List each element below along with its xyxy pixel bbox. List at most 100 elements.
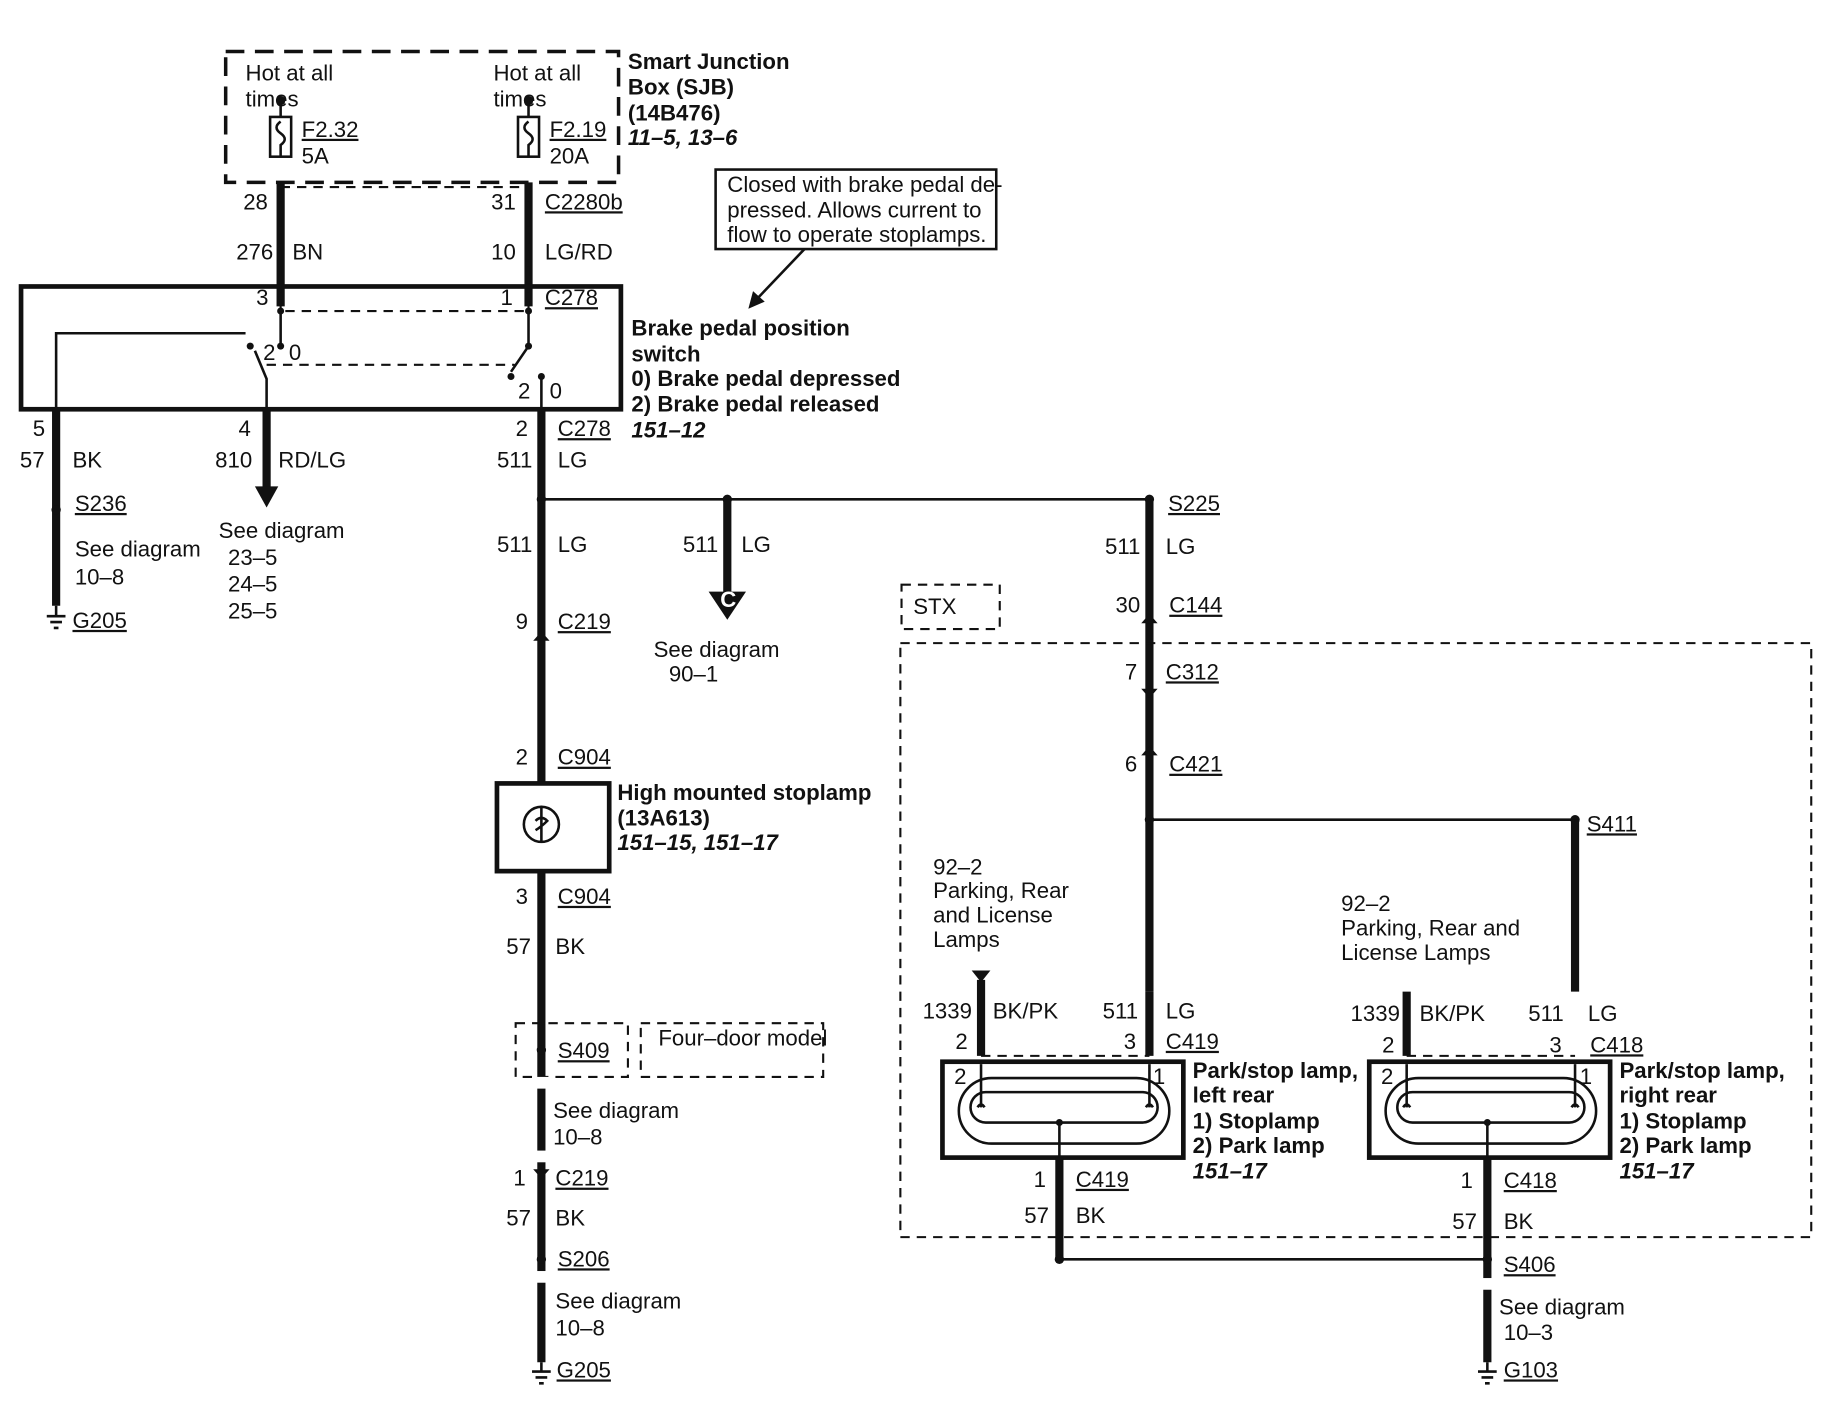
right-color-lgrd: LG/RD [545, 240, 613, 265]
left-circuit-276: 276 [236, 240, 273, 265]
branch-c-marker: C [720, 587, 736, 612]
lamp-right-ref: 151–17 [1619, 1159, 1695, 1184]
branch-c-circuit: 511 [683, 532, 718, 557]
switch-state-0: 0) Brake pedal depressed [631, 366, 900, 391]
right-c312-pin: 7 [1125, 659, 1137, 684]
sjb-title-1: Smart Junction [628, 49, 790, 74]
lamp-right-lg-color: LG [1588, 1001, 1618, 1026]
center-see-1: See diagram [553, 1098, 679, 1123]
lamp-right-gnd-connector: C418 [1504, 1168, 1557, 1193]
branch-c-color: LG [741, 532, 771, 557]
lamp-left-note-1: 92–2 [933, 855, 982, 880]
rdlg-ref-2: 24–5 [228, 572, 277, 597]
left-sw-pin-3: 3 [256, 285, 268, 310]
lamp-left-ref: 151–17 [1193, 1159, 1269, 1184]
out-circuit-57: 57 [20, 448, 45, 473]
center-c219-pin: 9 [516, 609, 528, 634]
lamp-left-item-1: 1) Stoplamp [1193, 1108, 1320, 1133]
note-line-1: Closed with brake pedal de- [727, 172, 1002, 197]
lamp-left-pin3: 3 [1124, 1029, 1136, 1054]
center-c219b: C219 [555, 1166, 608, 1191]
out-color-bk: BK [72, 448, 102, 473]
stx-label: STX [913, 594, 956, 619]
left-see-ref: 10–8 [75, 565, 124, 590]
lamp-left-bkpk-color: BK/PK [993, 998, 1059, 1023]
center-see-2-ref: 10–8 [555, 1315, 604, 1340]
right-circuit-10: 10 [491, 240, 516, 265]
right-connector-c2280b: C2280b [545, 189, 623, 214]
ground-g205-center: G205 [557, 1357, 611, 1382]
right-see: See diagram [1499, 1294, 1625, 1319]
rdlg-arrow-icon [254, 486, 279, 508]
lamp-right-inner2: 2 [1381, 1064, 1393, 1089]
lamp-left-gnd-circuit: 57 [1024, 1203, 1049, 1228]
center-color-lg: LG [558, 532, 588, 557]
center-four-door: Four–door model [658, 1025, 827, 1050]
lamp-right-note-2: Parking, Rear and [1341, 915, 1520, 940]
lamp-right-gnd-pin: 1 [1460, 1168, 1472, 1193]
lamp-ref: 151–15, 151–17 [617, 830, 779, 855]
rdlg-ref-1: 23–5 [228, 545, 277, 570]
right-see-ref: 10–3 [1504, 1320, 1553, 1345]
lamp-right-gnd-color: BK [1504, 1209, 1534, 1234]
brake-switch-box [18, 284, 624, 412]
fuse-right-id: F2.19 [550, 117, 607, 142]
sjb-hot-right-1: Hot at all [493, 61, 581, 86]
fuse-f2-19-icon [516, 100, 541, 158]
fuse-left-id: F2.32 [302, 117, 359, 142]
lamp-right-note-3: License Lamps [1341, 940, 1490, 965]
ground-g103-icon [1477, 1362, 1497, 1385]
right-c144: C144 [1169, 593, 1222, 618]
sjb-title-2: Box (SJB) [628, 75, 734, 100]
center-see-1-ref: 10–8 [553, 1125, 602, 1150]
center-bk-circuit: 57 [506, 934, 531, 959]
lamp-right-title-1: Park/stop lamp, [1619, 1058, 1784, 1083]
out-pin-2: 2 [516, 416, 528, 441]
center-circuit-511: 511 [497, 532, 532, 557]
sjb-ref: 11–5, 13–6 [628, 125, 738, 150]
right-circuit-511: 511 [1105, 534, 1140, 559]
lamp-left-bulb-icon [957, 1064, 1171, 1158]
right-s225: S225 [1168, 491, 1220, 516]
lamp-right-gnd-circuit: 57 [1452, 1209, 1477, 1234]
right-color-lg: LG [1166, 534, 1196, 559]
lamp-right-bkpk-circuit: 1339 [1351, 1001, 1400, 1026]
lamp-left-gnd-pin: 1 [1034, 1167, 1046, 1192]
right-c312: C312 [1166, 659, 1219, 684]
right-sw-pin-1: 1 [500, 285, 512, 310]
sjb-hot-left-1: Hot at all [246, 61, 334, 86]
fuse-right-rating: 20A [550, 144, 590, 169]
lamp-left-gnd-color: BK [1076, 1203, 1106, 1228]
left-color-bn: BN [292, 240, 323, 265]
switch-pos-a2: 2 [263, 340, 275, 365]
center-bk2-color: BK [555, 1205, 585, 1230]
left-pin-28: 28 [243, 189, 268, 214]
note-arrow-icon [748, 248, 806, 309]
right-c421: C421 [1169, 752, 1222, 777]
center-c904-in-pin: 2 [516, 745, 528, 770]
lamp-right-note-1: 92–2 [1341, 891, 1390, 916]
lamp-left-item-2: 2) Park lamp [1193, 1133, 1325, 1158]
right-c144-pin: 30 [1116, 593, 1141, 618]
center-c904-in: C904 [558, 745, 611, 770]
switch-pos-b2: 2 [518, 379, 530, 404]
center-c904-out: C904 [558, 884, 611, 909]
right-s406: S406 [1504, 1252, 1556, 1277]
note-box [714, 168, 998, 251]
out-pin-4: 4 [239, 416, 251, 441]
out-connector-c278: C278 [558, 416, 611, 441]
switch-pos-b0: 0 [550, 379, 562, 404]
lamp-title-1: High mounted stoplamp [617, 780, 871, 805]
lamp-left-note-2: Parking, Rear [933, 878, 1069, 903]
lamp-left-connector: C419 [1166, 1029, 1219, 1054]
center-s409: S409 [558, 1038, 610, 1063]
branch-c-see: See diagram [654, 637, 780, 662]
lamp-right-item-1: 1) Stoplamp [1619, 1108, 1746, 1133]
ground-g205-left-icon [46, 605, 66, 630]
center-c904-out-pin: 3 [516, 884, 528, 909]
lamp-title-2: (13A613) [617, 806, 710, 831]
lamp-left-inner1: 1 [1153, 1064, 1165, 1089]
sjb-hot-left-2: times [246, 86, 299, 111]
center-c219: C219 [558, 609, 611, 634]
switch-title-2: switch [631, 341, 700, 366]
